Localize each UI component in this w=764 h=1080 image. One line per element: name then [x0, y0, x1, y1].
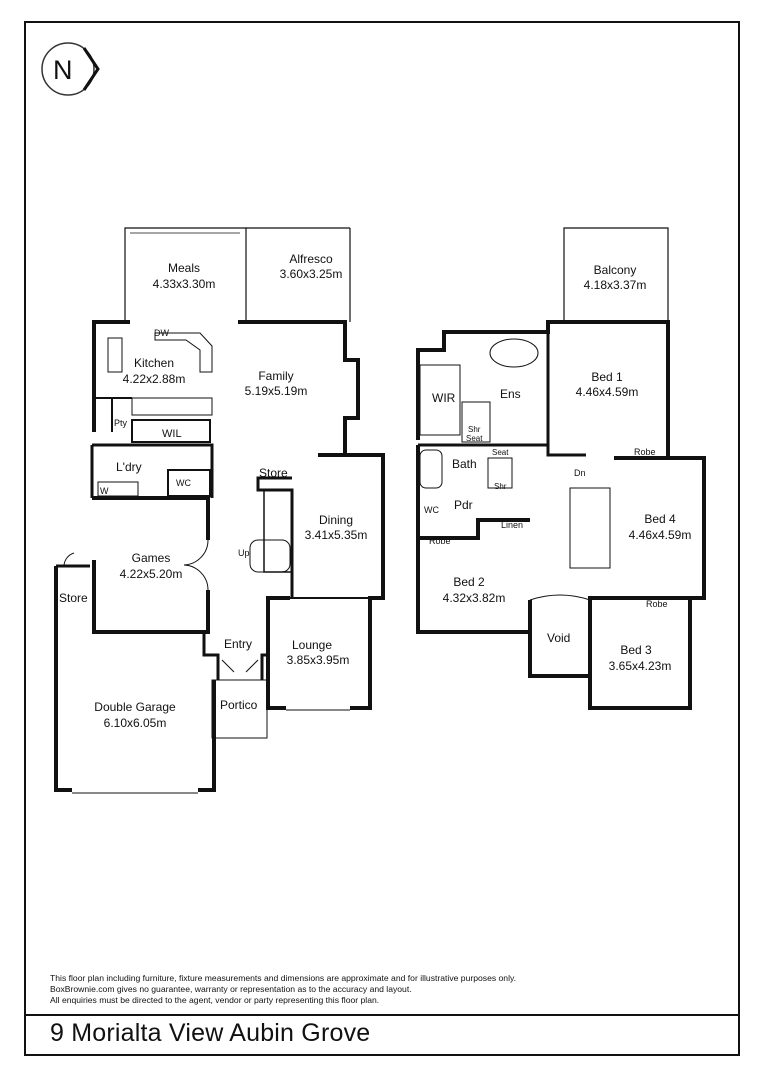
disclaimer-line-3: All enquiries must be directed to the ag… — [50, 995, 380, 1005]
disclaimer: This floor plan including furniture, fix… — [50, 973, 516, 1006]
seat-bath-label: Seat — [492, 448, 509, 457]
room-labels: Meals 4.33x3.30m Alfresco 3.60x3.25m Kit… — [94, 252, 691, 730]
ground-floor-walls — [54, 227, 385, 794]
garage-name: Double Garage — [94, 700, 176, 714]
shr-bath-label: Shr — [494, 482, 507, 491]
bed3-name: Bed 3 — [620, 643, 652, 657]
bed1-name: Bed 1 — [591, 370, 623, 384]
bed2-dims: 4.32x3.82m — [443, 591, 506, 605]
alfresco-dims: 3.60x3.25m — [280, 267, 343, 281]
lounge-dims: 3.85x3.95m — [287, 653, 350, 667]
bed4-name: Bed 4 — [644, 512, 676, 526]
property-address: 9 Morialta View Aubin Grove — [50, 1019, 371, 1047]
games-dims: 4.22x5.20m — [120, 567, 183, 581]
bed4-dims: 4.46x4.59m — [629, 528, 692, 542]
fixture-labels: DW Pty WIL L'dry WC W Store Up Store Ent… — [59, 328, 668, 712]
family-name: Family — [258, 369, 293, 383]
robe-bed3-label: Robe — [646, 599, 668, 609]
ens-label: Ens — [500, 387, 521, 401]
pty-label: Pty — [114, 418, 128, 428]
wil-label: WIL — [162, 428, 182, 440]
meals-dims: 4.33x3.30m — [153, 277, 216, 291]
washer-label: W — [100, 486, 109, 496]
dn-label: Dn — [574, 468, 586, 478]
void-label: Void — [547, 631, 570, 645]
lounge-name: Lounge — [292, 638, 332, 652]
bath-label: Bath — [452, 457, 477, 471]
wir-label: WIR — [432, 391, 456, 405]
store-garage-label: Store — [59, 591, 88, 605]
disclaimer-line-1: This floor plan including furniture, fix… — [50, 973, 517, 983]
wc-upper-label: WC — [424, 505, 439, 515]
ldry-label: L'dry — [116, 460, 142, 474]
linen-label: Linen — [501, 520, 523, 530]
dw-label: DW — [154, 328, 169, 338]
seat-ens-label: Seat — [466, 434, 483, 443]
portico-label: Portico — [220, 698, 258, 712]
bed1-dims: 4.46x4.59m — [576, 385, 639, 399]
compass-letter: N — [53, 55, 73, 85]
wc-ground-label: WC — [176, 478, 191, 488]
family-dims: 5.19x5.19m — [245, 384, 308, 398]
robe-bed2-label: Robe — [429, 536, 451, 546]
dining-dims: 3.41x5.35m — [305, 528, 368, 542]
alfresco-name: Alfresco — [289, 252, 333, 266]
dining-name: Dining — [319, 513, 353, 527]
upper-floor-walls — [416, 227, 706, 710]
shr-ens-label: Shr — [468, 425, 481, 434]
pdr-label: Pdr — [454, 498, 473, 512]
garage-dims: 6.10x6.05m — [104, 716, 167, 730]
meals-name: Meals — [168, 261, 200, 275]
bed3-dims: 3.65x4.23m — [609, 659, 672, 673]
title-bar — [24, 1014, 740, 1056]
kitchen-dims: 4.22x2.88m — [123, 372, 186, 386]
games-name: Games — [132, 551, 171, 565]
north-compass-icon: N — [41, 42, 100, 96]
robe-bed4-label: Robe — [634, 447, 656, 457]
bed2-name: Bed 2 — [453, 575, 485, 589]
page-frame — [24, 21, 740, 1056]
store-stair-label: Store — [259, 466, 288, 480]
entry-label: Entry — [224, 637, 252, 651]
up-label: Up — [238, 548, 250, 558]
balcony-dims: 4.18x3.37m — [584, 278, 647, 292]
balcony-name: Balcony — [594, 263, 637, 277]
disclaimer-line-2: BoxBrownie.com gives no guarantee, warra… — [50, 984, 412, 994]
kitchen-name: Kitchen — [134, 356, 174, 370]
